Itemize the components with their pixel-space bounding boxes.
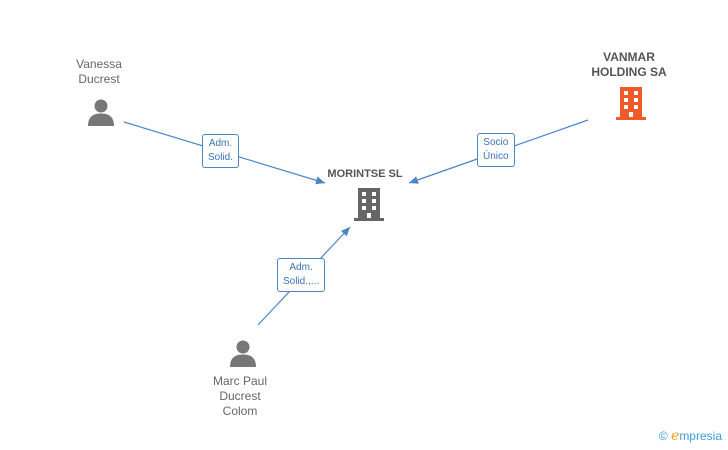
marc-line3: Colom <box>222 404 258 418</box>
edge-label-vanmar-morintse[interactable]: Socio Único <box>477 133 515 167</box>
marc-line2: Ducrest <box>219 389 261 403</box>
edge-label-line2: Único <box>483 151 509 162</box>
edge-label-line2: Solid. <box>208 152 234 163</box>
vanmar-line1: VANMAR <box>603 50 655 64</box>
copyright-symbol: © <box>658 429 668 443</box>
edge-label-vanessa-morintse[interactable]: Adm. Solid. <box>202 134 240 168</box>
person-icon[interactable] <box>228 338 258 368</box>
company-icon-highlight[interactable] <box>615 85 647 121</box>
node-label-vanessa[interactable]: Vanessa Ducrest <box>60 57 138 87</box>
edge-label-line1: Adm. <box>289 262 313 273</box>
edge-label-line2: Solid.,... <box>283 276 320 287</box>
watermark: © empresia <box>659 428 722 444</box>
vanessa-line2: Ducrest <box>78 72 120 86</box>
node-label-marc[interactable]: Marc Paul Ducrest Colom <box>195 374 285 419</box>
vanessa-line1: Vanessa <box>76 57 122 71</box>
person-icon[interactable] <box>86 97 116 127</box>
marc-line1: Marc Paul <box>212 374 268 388</box>
edge-label-line1: Adm. <box>208 138 233 149</box>
node-label-morintse[interactable]: MORINTSE SL <box>310 167 420 182</box>
company-icon[interactable] <box>353 186 385 222</box>
brand-name: mpresia <box>679 429 722 443</box>
morintse-label: MORINTSE SL <box>327 168 403 180</box>
edge-label-marc-morintse[interactable]: Adm. Solid.,... <box>277 258 326 292</box>
edge-label-line1: Socio <box>483 137 509 148</box>
vanmar-line2: HOLDING SA <box>591 65 667 79</box>
brand-initial: e <box>671 428 680 444</box>
node-label-vanmar[interactable]: VANMAR HOLDING SA <box>578 50 680 80</box>
